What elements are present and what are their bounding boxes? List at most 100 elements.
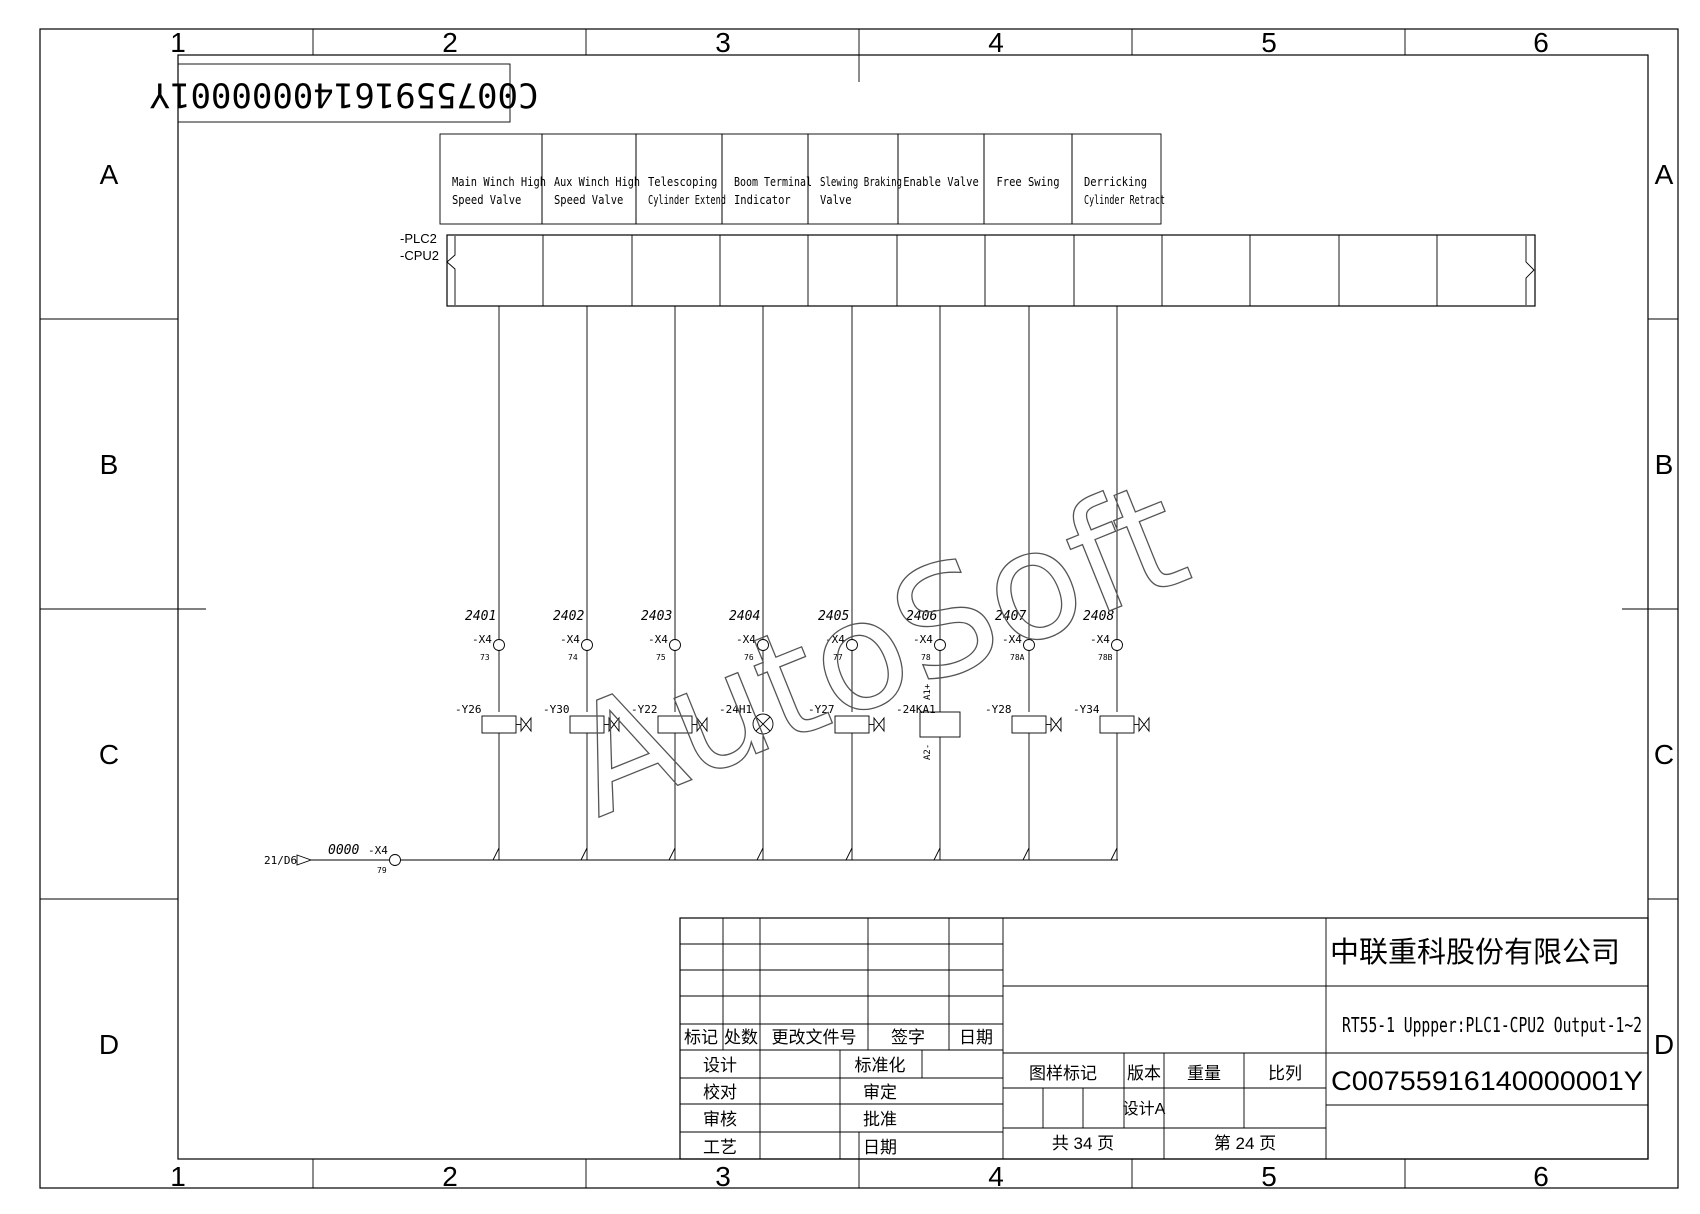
junction-tick (1110, 847, 1118, 861)
row-label-left: A (100, 159, 119, 190)
terminal-pin: 73 (480, 653, 490, 662)
common-wire: 0000 (328, 843, 359, 858)
wire-number: 2408 (1083, 609, 1114, 624)
row-labels-left: A B C D (99, 159, 119, 1060)
device-tag: -Y28 (985, 703, 1012, 716)
device-tag: -24KA1 (896, 703, 936, 716)
drawing-info-header: 重量 (1187, 1064, 1221, 1083)
terminal-label: -X4 (560, 633, 580, 646)
column-label-bottom: 1 (170, 1161, 186, 1192)
function-label-line: Indicator (734, 193, 791, 207)
row-label-left: D (99, 1029, 119, 1060)
row-label-left: C (99, 739, 119, 770)
role-right: 审定 (863, 1083, 897, 1102)
wire-number: 2402 (553, 609, 584, 624)
terminal-pin: 78B (1098, 653, 1113, 662)
wire-number: 2407 (995, 609, 1026, 624)
common-pin: 79 (377, 866, 387, 875)
function-label-line: Speed Valve (554, 193, 623, 207)
device-tag: -Y22 (631, 703, 658, 716)
version-value: 设计A (1123, 1100, 1166, 1118)
terminal-circle (581, 639, 593, 651)
row-label-right: A (1655, 159, 1674, 190)
terminal-label: -X4 (825, 633, 845, 646)
function-label-line: Enable Valve (903, 175, 979, 189)
drawing-info-header: 比列 (1268, 1064, 1302, 1083)
circuit-2406: 2406 -X4 78 -24KA1 A1+ A2- (896, 306, 961, 861)
column-label-bottom: 6 (1533, 1161, 1549, 1192)
terminal-label: -X4 (1002, 633, 1022, 646)
device-tag: -Y26 (455, 703, 482, 716)
drawing-info-header: 版本 (1127, 1064, 1161, 1083)
junction-tick (580, 847, 588, 861)
off-page-arrow (296, 854, 313, 866)
valve-symbol (608, 716, 620, 733)
drawing-info-headers: 图样标记版本重量比列 (1029, 1064, 1302, 1083)
relay-pin-a1: A1+ (923, 683, 933, 700)
junction-tick (492, 847, 500, 861)
company-name: 中联重科股份有限公司 (1330, 936, 1620, 969)
function-label-line: Slewing Braking (820, 175, 902, 189)
device-tag: -Y27 (808, 703, 835, 716)
wire-number: 2405 (818, 609, 849, 624)
revision-header: 签字 (891, 1028, 925, 1047)
role-right: 标准化 (855, 1056, 906, 1075)
solenoid-coil (1099, 715, 1135, 734)
function-label-line: Cylinder Extend (648, 193, 726, 207)
revision-header: 日期 (959, 1028, 993, 1047)
terminal-pin: 74 (568, 653, 578, 662)
common-ref: 21/D6 (264, 854, 297, 867)
terminal-circle (493, 639, 505, 651)
junction-tick (668, 847, 676, 861)
device-tag: -Y30 (543, 703, 570, 716)
device-tag: -24H1 (719, 703, 752, 716)
column-label-bottom: 3 (715, 1161, 731, 1192)
valve-symbol (696, 716, 708, 733)
revision-header: 标记 (684, 1028, 718, 1047)
common-terminal: -X4 (368, 844, 388, 857)
wire-number: 2406 (906, 609, 937, 624)
wire-number: 2403 (641, 609, 672, 624)
column-label-top: 2 (442, 27, 458, 58)
column-label-bottom: 2 (442, 1161, 458, 1192)
common-return: 21/D6 0000 -X4 79 (264, 843, 1118, 875)
valve-symbol (520, 716, 532, 733)
function-label-line: Free Swing (997, 175, 1060, 189)
terminal-label: -X4 (913, 633, 933, 646)
relay-pin-a2: A2- (923, 744, 933, 760)
revision-header: 更改文件号 (772, 1028, 857, 1047)
column-label-top: 3 (715, 27, 731, 58)
column-label-bottom: 4 (988, 1161, 1004, 1192)
revision-headers: 标记处数更改文件号 签字 日期 (684, 1028, 993, 1047)
function-label-line: Telescoping (648, 175, 717, 189)
plc-tag: -PLC2 (400, 231, 437, 246)
function-label-line: Main Winch High (452, 175, 546, 189)
column-label-top: 5 (1261, 27, 1277, 58)
column-label-top: 1 (170, 27, 186, 58)
row-label-left: B (100, 449, 119, 480)
row-label-right: C (1654, 739, 1674, 770)
terminal-pin: 78 (921, 653, 931, 662)
function-label-box (1071, 133, 1162, 225)
terminal-label: -X4 (736, 633, 756, 646)
common-terminal-circle (389, 854, 401, 866)
cpu-tag: -CPU2 (400, 248, 439, 263)
column-dividers (312, 29, 1406, 1188)
plc-output-module (446, 234, 1536, 307)
device-tag: -Y34 (1073, 703, 1100, 716)
row-label-right: D (1654, 1029, 1674, 1060)
revision-header: 处数 (724, 1028, 758, 1047)
role-left: 设计 (703, 1056, 737, 1075)
junction-tick (756, 847, 764, 861)
plc-bar-break-left (446, 236, 456, 305)
